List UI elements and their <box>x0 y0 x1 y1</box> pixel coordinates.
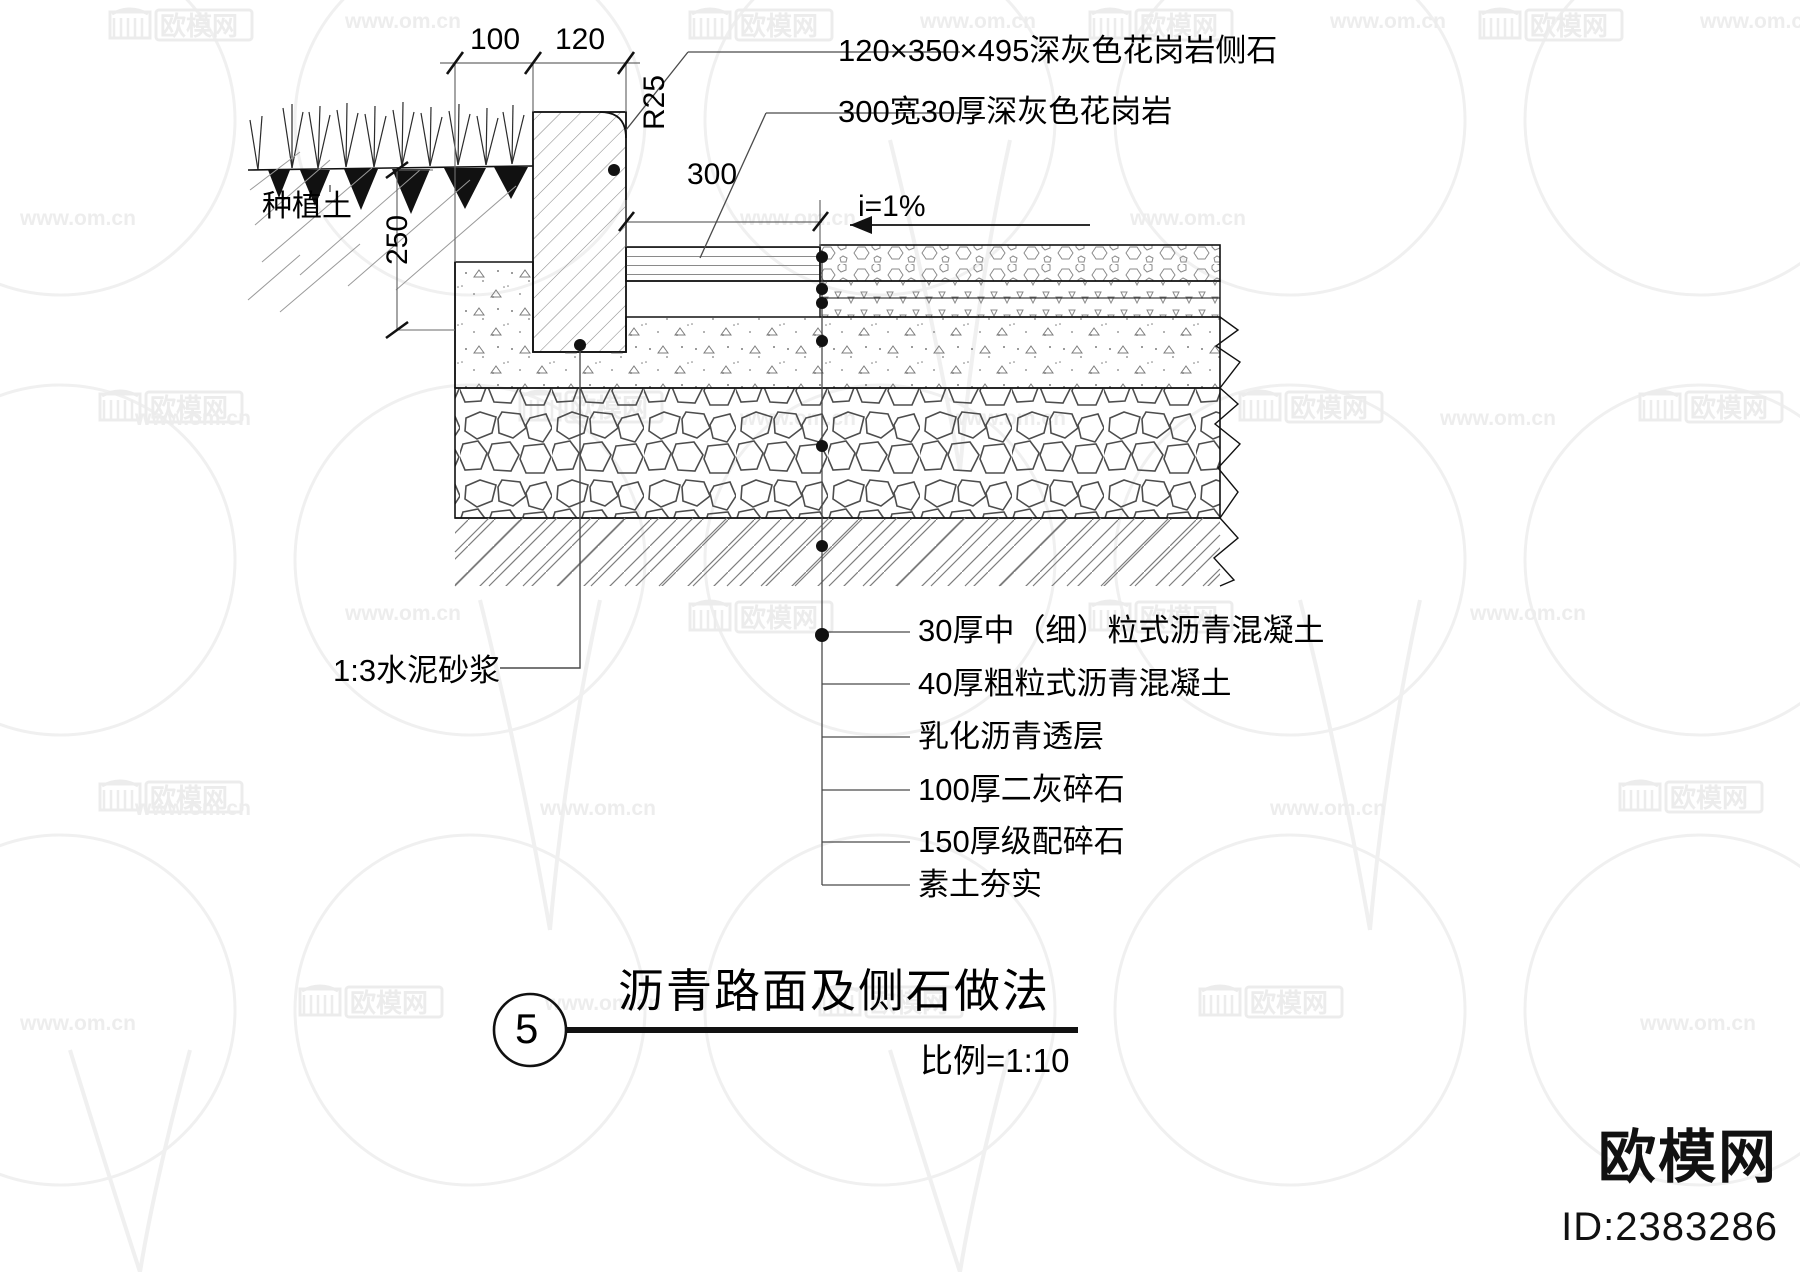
detail-title: 沥青路面及侧石做法 <box>618 965 1050 1017</box>
callout-granite-paver: 300宽30厚深灰色花岗岩 <box>838 94 1173 129</box>
dimension-300: 300 <box>687 158 738 191</box>
callout-graded-gravel: 150厚级配碎石 <box>918 824 1125 859</box>
callout-planting-soil: 种植土 <box>262 190 352 223</box>
callout-kerb-stone: 120×350×495深灰色花岗岩侧石 <box>838 33 1278 68</box>
callout-asphalt-coarse: 40厚粗粒式沥青混凝土 <box>918 666 1232 701</box>
dimension-100: 100 <box>470 23 521 56</box>
dimension-120: 120 <box>555 23 606 56</box>
callout-tack-coat: 乳化沥青透层 <box>918 719 1104 754</box>
radius-r25: R25 <box>638 74 671 130</box>
resource-id: ID:2383286 <box>1561 1205 1778 1249</box>
callout-compacted-soil: 素土夯实 <box>918 867 1042 902</box>
dimension-250: 250 <box>381 214 414 265</box>
callout-asphalt-fine: 30厚中（细）粒式沥青混凝土 <box>918 613 1325 648</box>
callout-lime-gravel: 100厚二灰碎石 <box>918 772 1125 807</box>
detail-scale: 比例=1:10 <box>920 1042 1070 1079</box>
detail-number: 5 <box>515 1005 539 1052</box>
callout-cement-mortar: 1:3水泥砂浆 <box>333 653 501 688</box>
brand-logo-text: 欧模网 <box>1597 1125 1778 1190</box>
slope-label: i=1% <box>858 190 926 223</box>
